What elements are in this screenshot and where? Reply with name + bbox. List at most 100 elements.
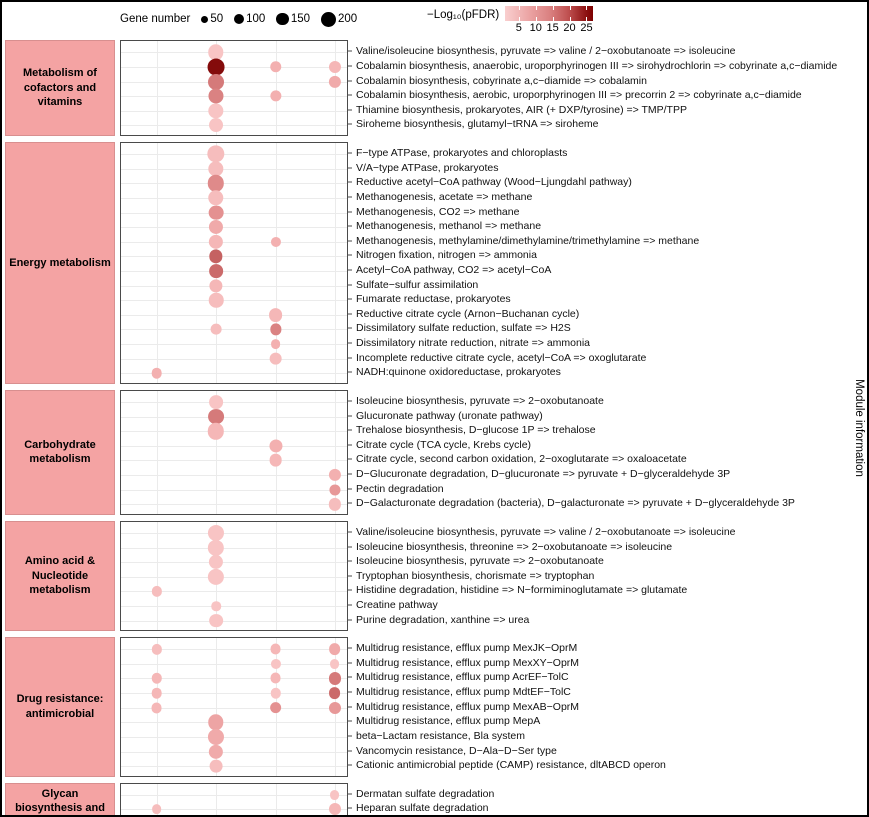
gridline-vertical <box>156 783 158 815</box>
bubble-point[interactable] <box>208 292 224 308</box>
gridline-horizontal <box>121 489 347 491</box>
bubble-point[interactable] <box>269 701 282 714</box>
bubble-point[interactable] <box>209 395 223 409</box>
bubble-point[interactable] <box>269 90 282 102</box>
row-tick <box>348 473 352 475</box>
bubble-point[interactable] <box>151 804 162 815</box>
bubble-point[interactable] <box>328 687 341 700</box>
bubble-point[interactable] <box>151 673 162 684</box>
bubble-point[interactable] <box>207 145 225 163</box>
module-label: Isoleucine biosynthesis, pyruvate => 2−o… <box>356 394 604 407</box>
row-tick <box>348 793 352 795</box>
bubble-point[interactable] <box>151 687 162 699</box>
bubble-point[interactable] <box>207 524 225 541</box>
bubble-point[interactable] <box>269 454 282 467</box>
bubble-point[interactable] <box>151 586 162 597</box>
bubble-point[interactable] <box>208 555 224 570</box>
color-legend-tick-label: 25 <box>580 22 593 34</box>
module-label: Dissimilatory nitrate reduction, nitrate… <box>356 336 591 349</box>
bubble-point[interactable] <box>208 234 224 249</box>
bubble-point[interactable] <box>209 264 223 278</box>
bubble-point[interactable] <box>329 789 340 800</box>
bubble-point[interactable] <box>328 643 341 656</box>
gridline-vertical <box>275 142 277 383</box>
size-legend-label: 200 <box>338 13 358 25</box>
gridline-horizontal <box>121 620 347 622</box>
bubble-point[interactable] <box>270 643 281 655</box>
gridline-horizontal <box>121 270 347 272</box>
bubble-point[interactable] <box>207 568 225 585</box>
bubble-point[interactable] <box>208 714 224 731</box>
bubble-point[interactable] <box>328 701 341 714</box>
bubble-point[interactable] <box>209 759 223 773</box>
gridline-vertical <box>156 41 158 135</box>
gridline-horizontal <box>121 532 347 534</box>
gridline-horizontal <box>121 358 347 360</box>
gridline-vertical <box>275 41 277 135</box>
bubble-point[interactable] <box>208 44 224 61</box>
bubble-point[interactable] <box>208 205 224 220</box>
bubble-point[interactable] <box>270 339 281 349</box>
bubble-point[interactable] <box>207 728 225 745</box>
bubble-point[interactable] <box>207 58 225 76</box>
bubble-point[interactable] <box>151 644 162 655</box>
row-tick <box>348 225 352 227</box>
bubble-point[interactable] <box>208 744 224 759</box>
bubble-point[interactable] <box>328 60 341 73</box>
bubble-point[interactable] <box>207 175 225 192</box>
bubble-point[interactable] <box>208 88 224 104</box>
bubble-point[interactable] <box>270 236 281 247</box>
bubble-point[interactable] <box>208 103 224 119</box>
bubble-point[interactable] <box>328 468 341 482</box>
bubble-point[interactable] <box>211 601 221 611</box>
gridline-vertical <box>334 142 336 383</box>
bubble-point[interactable] <box>210 324 222 335</box>
bubble-point[interactable] <box>270 658 281 669</box>
bubble-point[interactable] <box>208 220 224 235</box>
bubble-point[interactable] <box>208 408 224 425</box>
bubble-point[interactable] <box>268 439 283 453</box>
row-tick <box>348 488 352 490</box>
bubble-point[interactable] <box>269 61 282 73</box>
module-label: Multidrug resistance, efflux pump MepA <box>356 715 541 728</box>
bubble-point[interactable] <box>209 249 223 264</box>
bubble-point[interactable] <box>328 803 341 815</box>
bubble-point[interactable] <box>209 613 223 628</box>
gridline-vertical <box>275 783 277 815</box>
row-tick <box>348 284 352 286</box>
bubble-point[interactable] <box>209 118 223 133</box>
bubble-point[interactable] <box>209 278 223 293</box>
gridline-horizontal <box>121 722 347 724</box>
gridline-horizontal <box>121 256 347 258</box>
row-tick <box>348 676 352 678</box>
bubble-point[interactable] <box>208 190 224 206</box>
bubble-point[interactable] <box>151 702 162 714</box>
module-label: Multidrug resistance, efflux pump AcrEF−… <box>356 671 569 684</box>
bubble-point[interactable] <box>268 307 283 322</box>
bubble-point[interactable] <box>328 75 341 88</box>
bubble-point[interactable] <box>270 687 281 699</box>
row-tick <box>348 764 352 766</box>
bubble-point[interactable] <box>328 498 341 511</box>
bubble-point[interactable] <box>208 73 224 90</box>
bubble-point[interactable] <box>328 672 341 685</box>
module-label: Methanogenesis, methanol => methane <box>356 219 542 232</box>
bubble-point[interactable] <box>270 673 281 684</box>
bubble-point[interactable] <box>329 658 340 669</box>
bubble-point[interactable] <box>207 422 225 440</box>
gridline-vertical <box>275 521 277 630</box>
row-tick <box>348 444 352 446</box>
bubble-point[interactable] <box>151 368 162 379</box>
bubble-point[interactable] <box>269 352 282 366</box>
module-label: Cobalamin biosynthesis, aerobic, uroporp… <box>356 88 802 101</box>
bubble-point[interactable] <box>208 160 224 177</box>
gridline-horizontal <box>121 300 347 302</box>
bubble-point[interactable] <box>269 323 282 336</box>
gridline-horizontal <box>121 241 347 243</box>
bubble-point[interactable] <box>207 539 225 556</box>
module-label: D−Galacturonate degradation (bacteria), … <box>356 497 795 510</box>
bubble-point[interactable] <box>328 484 341 496</box>
module-label: Vancomycin resistance, D−Ala−D−Ser type <box>356 744 557 757</box>
color-legend-tick <box>535 6 537 10</box>
